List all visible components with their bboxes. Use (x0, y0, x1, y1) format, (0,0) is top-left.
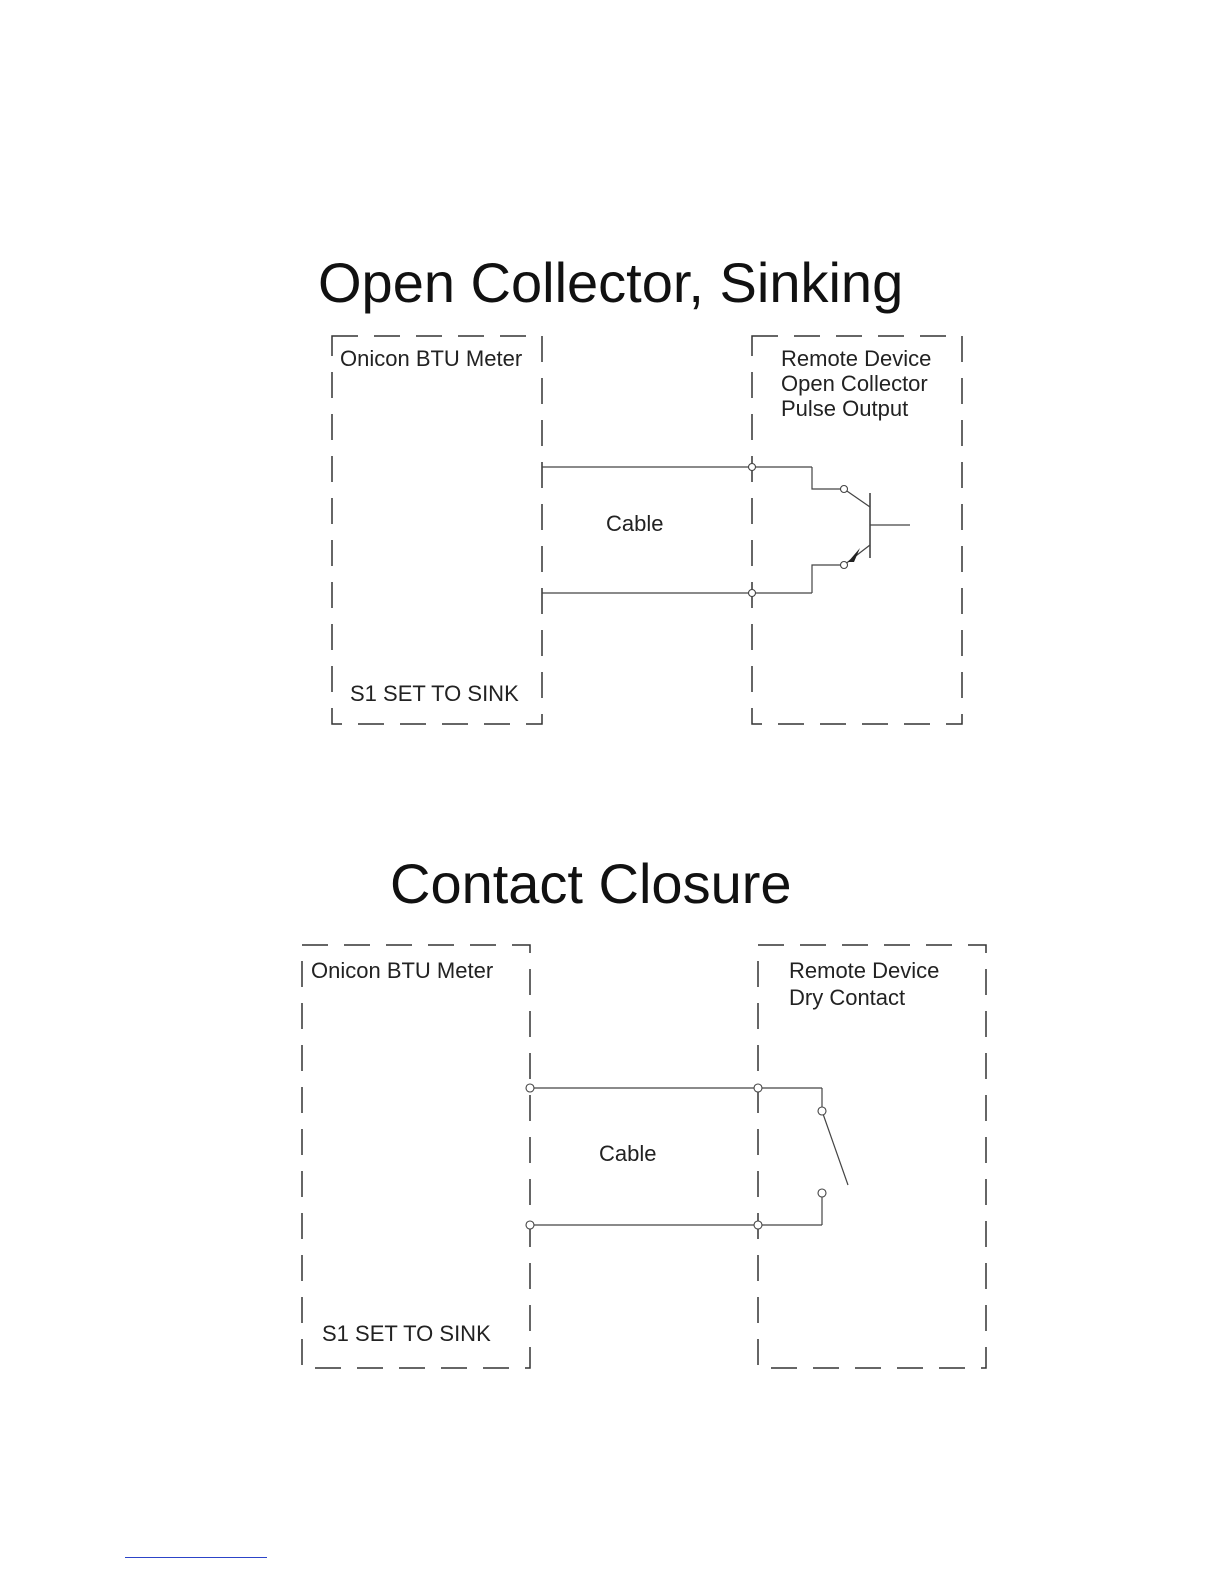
d2-terminal (754, 1221, 762, 1229)
d2-terminal (818, 1189, 826, 1197)
d2-terminal (526, 1221, 534, 1229)
d1-emitter-arrow-icon (848, 548, 860, 562)
footnote-rule (125, 1557, 267, 1558)
d1-terminal (841, 562, 848, 569)
d2-meter-box (302, 945, 530, 1368)
d1-emitter-lead (812, 565, 844, 593)
d2-remote-label-line2: Dry Contact (789, 985, 905, 1011)
d1-collector-lead (812, 467, 844, 489)
d1-meter-box (332, 336, 542, 724)
d2-terminal (754, 1084, 762, 1092)
d1-meter-note: S1 SET TO SINK (350, 681, 519, 707)
d1-meter-label: Onicon BTU Meter (340, 346, 522, 372)
d2-terminal (526, 1084, 534, 1092)
d1-terminal (841, 486, 848, 493)
d1-terminal (749, 464, 756, 471)
d1-remote-label-line2: Open Collector (781, 371, 928, 397)
d2-remote-label-line1: Remote Device (789, 958, 939, 984)
d1-terminal (749, 590, 756, 597)
d2-contact-switch-arm (822, 1111, 848, 1185)
diagram2-title: Contact Closure (390, 851, 792, 916)
d2-meter-note: S1 SET TO SINK (322, 1321, 491, 1347)
d1-cable-label: Cable (606, 511, 663, 537)
d1-remote-label-line1: Remote Device (781, 346, 931, 372)
d1-remote-label-line3: Pulse Output (781, 396, 908, 422)
d2-terminal (818, 1107, 826, 1115)
d2-cable-label: Cable (599, 1141, 656, 1167)
d1-collector-diagonal (844, 489, 870, 507)
d2-meter-label: Onicon BTU Meter (311, 958, 493, 984)
